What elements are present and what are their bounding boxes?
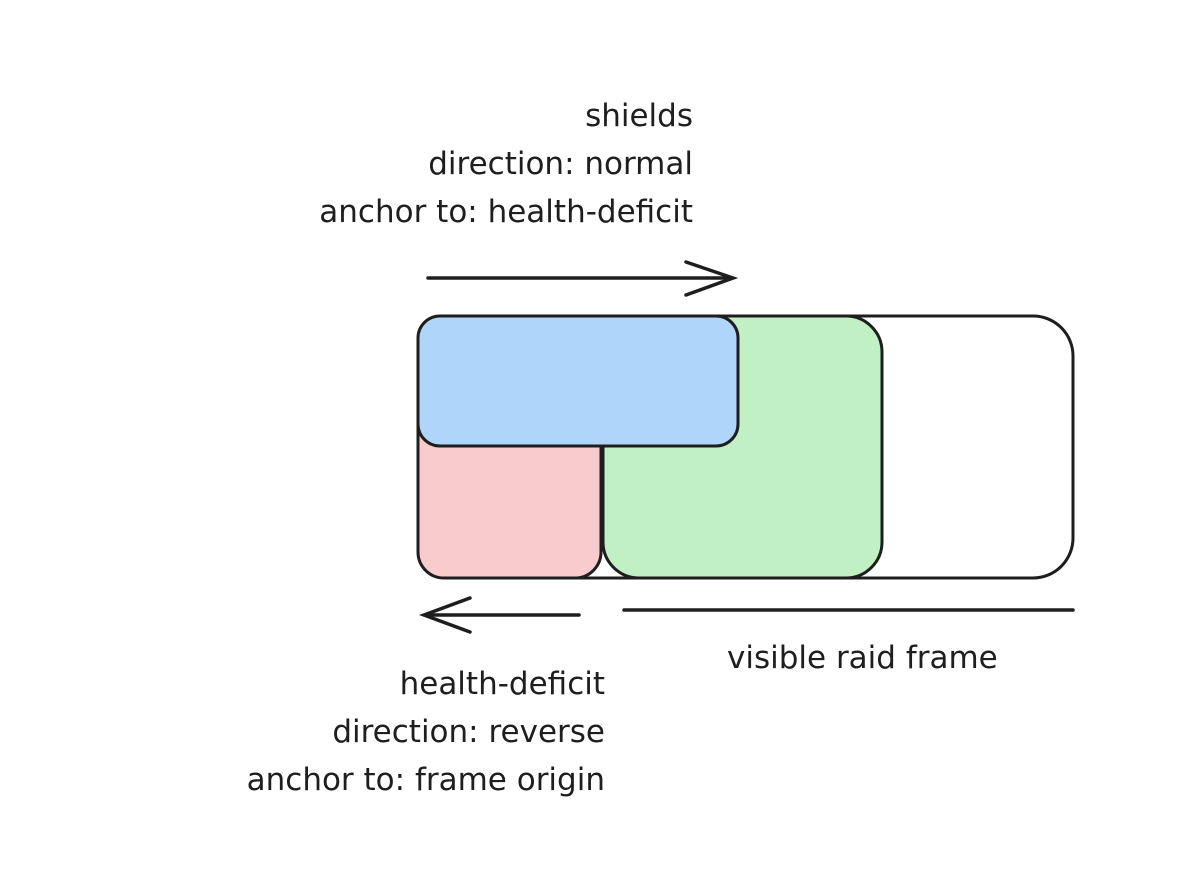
shields-title: shields [585,98,693,134]
visible-raid-frame-label: visible raid frame [727,640,998,676]
health-deficit-anchor: anchor to: frame origin [246,762,605,798]
shields-direction: direction: normal [428,146,693,182]
shields-anchor: anchor to: health-deficit [319,194,693,230]
health-deficit-title: health-deficit [399,666,605,702]
health-deficit-label: health-deficit direction: reverse anchor… [247,660,605,804]
shields-bar [416,314,740,448]
shields-label: shields direction: normal anchor to: hea… [319,92,693,236]
shields-direction-arrow [426,260,739,297]
health-deficit-direction: direction: reverse [332,714,605,750]
health-deficit-direction-arrow [418,596,581,634]
